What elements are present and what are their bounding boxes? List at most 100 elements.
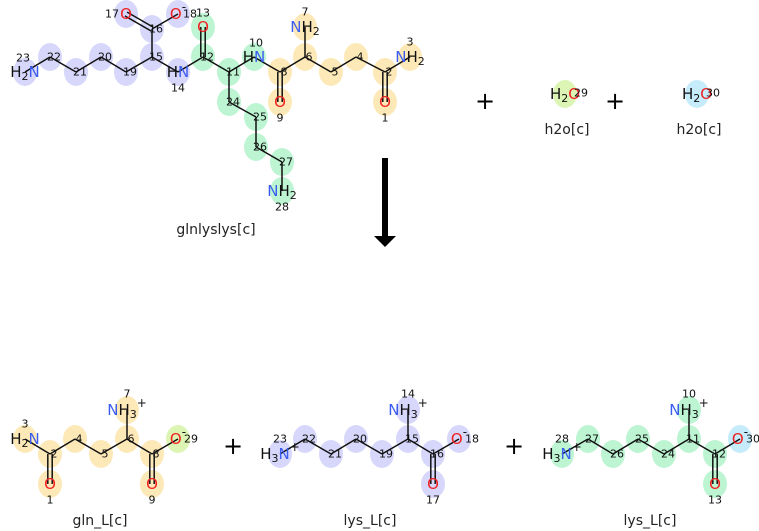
atom-30: H2​O30 xyxy=(682,85,720,105)
atom-5: 5 xyxy=(332,66,339,79)
bond xyxy=(125,56,153,73)
atom-highlight xyxy=(268,88,292,116)
atom-26: 26 xyxy=(610,448,624,461)
reaction-arrow-icon xyxy=(374,158,396,247)
atom-number: 8 xyxy=(281,66,288,79)
atom-number: 27 xyxy=(585,433,599,446)
atom-highlight xyxy=(421,470,445,498)
atom-24: 24 xyxy=(661,448,675,461)
atom-number: 18 xyxy=(465,433,479,446)
atom-18: O-​18 xyxy=(451,425,479,448)
atom-number: 2 xyxy=(51,448,58,461)
atom-16: 16 xyxy=(149,23,163,36)
bond xyxy=(177,56,204,73)
bond xyxy=(126,438,153,455)
plus-sign: + xyxy=(223,432,243,460)
atom-number: 19 xyxy=(379,448,393,461)
atom-label: NH3​+​ xyxy=(669,396,709,421)
bond xyxy=(688,438,716,455)
bond xyxy=(384,56,411,73)
atom-6: 6 xyxy=(306,51,313,64)
bond xyxy=(355,438,383,455)
atom-number: 15 xyxy=(405,433,419,446)
atom-label: HN xyxy=(167,63,190,81)
atom-label: NH3​+​ xyxy=(107,396,147,421)
atom-23: H2​N23 xyxy=(10,52,40,83)
atom-label: O-​ xyxy=(732,425,748,448)
atom-number: 20 xyxy=(98,51,112,64)
atom-highlight xyxy=(38,470,62,498)
bond xyxy=(49,56,77,73)
atom-number: 26 xyxy=(253,141,267,154)
atom-25: 25 xyxy=(253,111,267,124)
atom-number: 26 xyxy=(610,448,624,461)
atom-22: 22 xyxy=(302,433,316,446)
bond xyxy=(151,56,179,73)
bond xyxy=(24,438,51,455)
atom-number: 23 xyxy=(16,52,30,65)
atom-13: O13 xyxy=(196,7,210,37)
atom-3: H2​N3 xyxy=(10,418,40,450)
atom-27: 27 xyxy=(279,156,293,169)
bond xyxy=(432,438,460,455)
atom-16: 16 xyxy=(430,448,444,461)
bond xyxy=(100,56,127,73)
atom-number: 16 xyxy=(149,23,163,36)
atom-5: 5 xyxy=(102,448,109,461)
atom-2: 2 xyxy=(51,448,58,461)
atom-1: O1 xyxy=(44,475,56,507)
atom-number: 7 xyxy=(124,388,131,401)
atom-label: O-​ xyxy=(170,0,186,23)
atom-28: H3​N+​28 xyxy=(542,433,582,465)
atom-label: H2​O xyxy=(682,85,712,105)
bond xyxy=(228,101,257,118)
double-bond xyxy=(124,15,152,32)
atom-label: O xyxy=(274,93,286,111)
atom-number: 4 xyxy=(76,433,83,446)
atom-label: H2​O xyxy=(550,85,580,105)
bond xyxy=(304,438,332,455)
atom-label: O xyxy=(427,475,439,493)
atom-label: H2​N xyxy=(10,430,40,450)
bond xyxy=(587,438,614,455)
atom-number: 25 xyxy=(253,111,267,124)
atom-number: 13 xyxy=(708,494,722,507)
atom-number: 28 xyxy=(555,433,569,446)
atom-number: 21 xyxy=(328,448,342,461)
atom-number: 9 xyxy=(149,494,156,507)
atom-number: 17 xyxy=(426,494,440,507)
atom-26: 26 xyxy=(253,141,267,154)
atom-number: 11 xyxy=(226,66,240,79)
species-name: h2o[c] xyxy=(545,122,590,138)
atom-25: 25 xyxy=(635,433,649,446)
plus-sign: + xyxy=(605,87,625,115)
plus-sign: + xyxy=(504,432,524,460)
atom-number: 3 xyxy=(22,418,29,431)
species-name: h2o[c] xyxy=(677,122,722,138)
atom-4: 4 xyxy=(76,433,83,446)
atom-number: 19 xyxy=(123,66,137,79)
bond xyxy=(561,438,589,455)
bond xyxy=(663,438,690,455)
atom-number: 8 xyxy=(153,448,160,461)
atom-29: O-​29 xyxy=(170,425,198,448)
atom-number: 11 xyxy=(686,433,700,446)
atom-number: 2 xyxy=(386,66,393,79)
atom-8: 8 xyxy=(153,448,160,461)
atom-number: 30 xyxy=(746,433,759,446)
atom-17: O17 xyxy=(426,475,440,507)
atom-27: 27 xyxy=(585,433,599,446)
atom-number: 14 xyxy=(171,82,185,95)
species-name: lys_L[c] xyxy=(624,513,677,529)
atom-number: 16 xyxy=(430,448,444,461)
atom-highlight xyxy=(703,470,727,498)
atom-number: 25 xyxy=(635,433,649,446)
atom-4: 4 xyxy=(357,51,364,64)
atom-number: 6 xyxy=(306,51,313,64)
atom-28: NH2​28 xyxy=(267,182,297,214)
atom-8: 8 xyxy=(281,66,288,79)
bond xyxy=(49,438,76,455)
atom-highlight xyxy=(191,13,215,41)
